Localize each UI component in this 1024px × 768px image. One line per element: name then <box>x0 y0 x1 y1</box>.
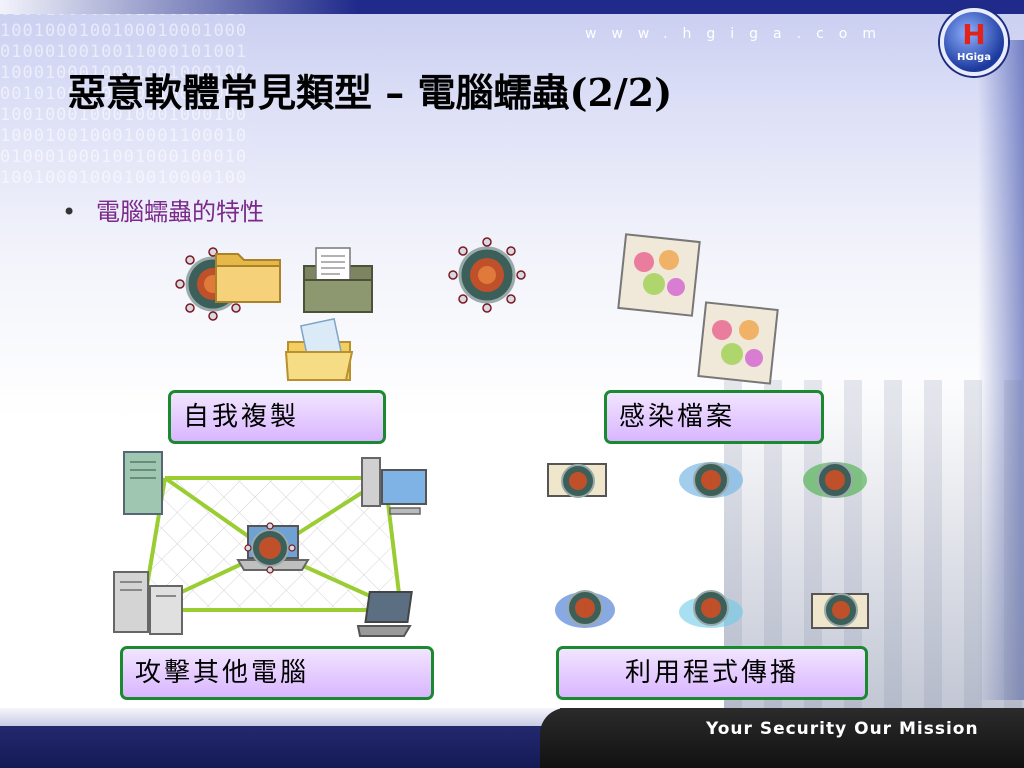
desktop-computer-icon <box>361 457 427 515</box>
site-url: www.hgiga.com <box>585 26 891 42</box>
hgiga-logo: H HGiga <box>940 8 1008 76</box>
attack-computers-box: 攻擊其他電腦 <box>120 646 434 700</box>
virus-icon <box>679 462 743 498</box>
infect-files-box: 感染檔案 <box>604 390 824 444</box>
footer-slogan: Your Security Our Mission <box>706 719 979 739</box>
slide-title: 惡意軟體常見類型 – 電腦蠕蟲(2/2) <box>68 70 673 115</box>
top-band <box>0 0 1024 14</box>
bullet-dot-icon: • <box>62 198 77 226</box>
logo-text: HGiga <box>957 52 991 63</box>
virus-icon <box>547 463 607 498</box>
server-icon <box>123 451 163 515</box>
virus-icon <box>244 522 296 574</box>
exploit-programs-box: 利用程式傳播 <box>556 646 868 700</box>
server-tower-icon <box>113 571 183 635</box>
document-folder-icon <box>303 247 373 313</box>
infected-file-icon <box>617 233 701 317</box>
self-replicate-box: 自我複製 <box>168 390 386 444</box>
bullet-text: 電腦蠕蟲的特性 <box>96 198 264 226</box>
virus-icon <box>679 590 743 628</box>
open-file-folder-icon <box>284 318 354 381</box>
binary-background: 0100100001001100100010 10010001001000100… <box>0 0 248 188</box>
folder-icon <box>215 253 281 303</box>
virus-icon <box>555 590 615 628</box>
infected-file-icon <box>697 301 779 385</box>
laptop-icon <box>356 591 413 637</box>
virus-icon <box>803 462 867 498</box>
footer-white-strip <box>0 708 560 726</box>
logo-mark-icon: H <box>962 18 986 51</box>
right-rail <box>978 40 1024 700</box>
virus-icon <box>811 593 869 629</box>
footer-dark-panel <box>540 708 1024 768</box>
virus-icon <box>448 237 526 313</box>
bullet-item: • 電腦蠕蟲的特性 <box>62 192 264 227</box>
